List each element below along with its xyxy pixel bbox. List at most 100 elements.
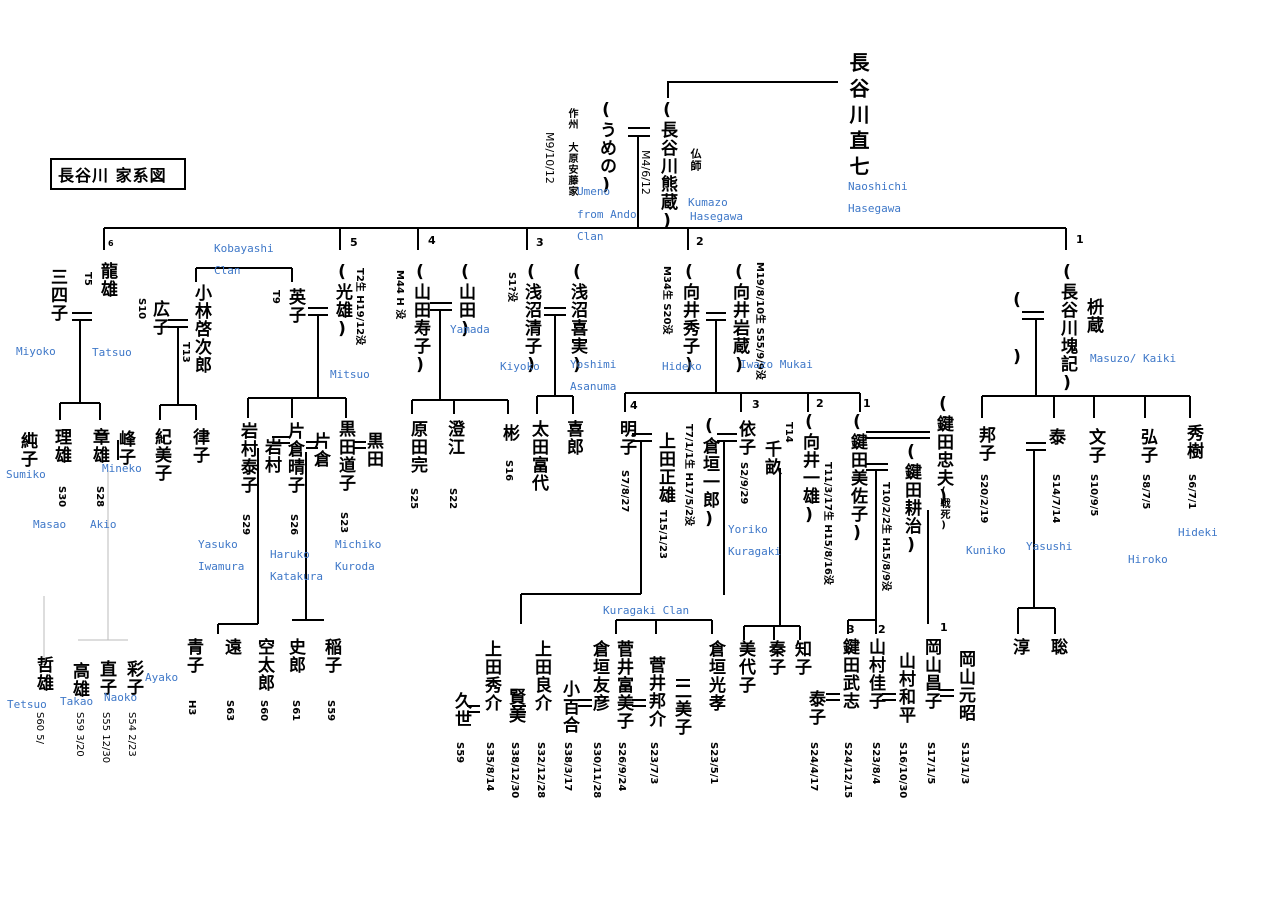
person-eiko-date: T9: [270, 290, 281, 304]
person-asanuma-kiyoko: (浅沼清子): [521, 262, 541, 376]
birth-order-number: 5: [350, 236, 358, 249]
birth-order-number: 4: [428, 234, 436, 247]
person-katakura: 片倉: [310, 432, 330, 468]
romaji-asanuma: Asanuma: [570, 380, 617, 393]
person-yamada-toshiko: (山田寿子): [410, 262, 430, 376]
romaji-katakura: Katakura: [270, 570, 323, 583]
person-kagita-takeshi-date: S24/12/15: [842, 742, 853, 799]
person-kumazo: (長谷川熊蔵): [657, 100, 677, 232]
person-okayama-masako-date: S17/1/5: [925, 742, 936, 785]
romaji-haruko: Haruko: [270, 548, 310, 561]
person-ueda-date: T15/1/23: [657, 510, 668, 559]
person-hisayo-date: S59: [454, 742, 465, 764]
person-mineko: 峰子: [115, 430, 135, 466]
person-shiro-date: S61: [290, 700, 301, 722]
person-sugai-fumiko: 菅井富美子: [613, 640, 633, 730]
person-kuniko: 邦子: [975, 426, 995, 462]
person-jun: 淳: [1009, 638, 1029, 656]
romaji-clan: Clan: [577, 230, 604, 243]
person-yamada-toshiko-date: M44 H 没: [394, 270, 405, 320]
person-tatsuo-date: T5: [82, 272, 93, 286]
person-yasushi: 泰: [1045, 428, 1065, 446]
person-iwamura: 岩村: [261, 438, 281, 474]
person-yamamura-keiko: 山村佳子: [865, 638, 885, 710]
person-hideki-date: S6/7/1: [1186, 474, 1197, 510]
person-inako: 稲子: [321, 638, 341, 674]
person-kuragaki-mitsutaka-date: S23/5/1: [708, 742, 719, 785]
romaji-yasushi: Yasushi: [1026, 540, 1073, 553]
person-sugai-kunisuke-date: S23/7/3: [648, 742, 659, 785]
birth-order-number: 2: [816, 397, 824, 410]
person-haruko-date: S26: [288, 514, 299, 536]
person-fumiko: 文子: [1085, 428, 1105, 464]
romaji-kuragaki-clan: Kuragaki Clan: [603, 604, 690, 617]
romaji-yoshimi: Yoshimi: [570, 358, 617, 371]
person-hiroko-s10-date: S10: [136, 298, 147, 320]
person-yasushi-date: S14/7/14: [1050, 474, 1061, 524]
romaji-mineko: Mineko: [102, 462, 142, 475]
person-fumiko-date: S10/9/5: [1088, 474, 1099, 517]
person-kaiki: (長谷川塊記): [1057, 262, 1077, 394]
person-yoriko-date: S2/9/29: [738, 462, 749, 505]
person-haruko: 片倉晴子: [284, 422, 304, 494]
person-sayuri: 小百合: [559, 680, 579, 734]
person-hiroko: 弘子: [1137, 428, 1157, 464]
person-haruka: 遠: [221, 638, 241, 656]
romaji-kumazo-hasegawa: Hasegawa: [690, 210, 743, 223]
person-okayama-motoaki-date: S13/1/3: [959, 742, 970, 785]
person-kobayashi-date: T13: [180, 342, 191, 363]
birth-order-number: 4: [630, 399, 638, 412]
person-mukai-hideko: (向井秀子): [679, 262, 699, 376]
person-akio-date: S28: [94, 486, 105, 508]
romaji-michiko: Michiko: [335, 538, 382, 551]
person-aoko: 青子: [183, 638, 203, 674]
person-mukai-hideko-date: M34生 S20没: [661, 266, 672, 335]
person-kagita-koji-date: T10/2/2生 H15/8/9没: [880, 482, 891, 591]
birth-order-number: 6: [108, 239, 114, 248]
person-michiko-date: S23: [338, 512, 349, 534]
person-mukai-kazuo: (向井一雄): [799, 412, 819, 526]
person-okayama-motoaki: 岡山元昭: [955, 650, 975, 722]
romaji-kuragaki: Kuragaki: [728, 545, 781, 558]
person-kuragaki: (倉垣一郎): [699, 416, 719, 530]
romaji-yamada: Yamada: [450, 323, 490, 336]
person-tetsuo: 哲雄: [33, 656, 53, 692]
romaji-miyoko: Miyoko: [16, 345, 56, 358]
person-akio: 章雄: [89, 428, 109, 464]
person-kuragaki-mitsutaka: 倉垣光孝: [705, 640, 725, 712]
person-mukai-kazuo-date: T11/3/17生 H15/8/16没: [822, 462, 833, 585]
person-kuragaki-tomohiko: 倉垣友彦: [589, 640, 609, 712]
person-kimiko: 紀美子: [151, 428, 171, 482]
person-yamamura-keiko-date: S23/8/4: [870, 742, 881, 785]
person-eiko: 英子: [285, 288, 305, 324]
romaji-naoshichi: Naoshichi: [848, 180, 908, 193]
romaji-kuroda: Kuroda: [335, 560, 375, 573]
person-kuragaki-tomohiko-date: S30/11/28: [591, 742, 602, 799]
romaji-naoko: Naoko: [104, 691, 138, 704]
person-kagita-misako: (鍵田美佐子): [847, 412, 867, 544]
romaji-takao: Takao: [60, 695, 94, 708]
person-aya: 彬: [499, 424, 519, 442]
romaji-ayako: Ayako: [145, 671, 179, 684]
person-sugai-kunisuke: 菅井邦介: [645, 656, 665, 728]
person-umeno-date: M9/10/12: [543, 132, 556, 184]
romaji-hasegawa: Hasegawa: [848, 202, 901, 215]
person-kagita-koji: (鍵田耕治): [901, 442, 921, 556]
person-ueda-hidesuke: 上田秀介: [481, 640, 501, 712]
person-ueda-ryosuke-date: S32/12/28: [535, 742, 546, 799]
person-hiroko-s10: 広子: [149, 300, 169, 336]
person-miyoko: 三四子: [47, 268, 67, 322]
person-kagita-tadao-note: (戦死): [938, 486, 949, 532]
romaji-umeno: Umeno: [577, 185, 611, 198]
birth-order-number: 1: [1076, 233, 1084, 246]
person-masami-date: S38/12/30: [509, 742, 520, 799]
person-taiko-date: S24/4/17: [808, 742, 819, 792]
person-naoko: 直子: [96, 660, 116, 696]
romaji-from-ando: from Ando: [577, 208, 637, 221]
person-sugai-fumiko-date: S26/9/24: [616, 742, 627, 792]
person-ritsuko: 律子: [189, 428, 209, 464]
person-masuzo: 枡蔵: [1083, 298, 1103, 334]
person-yasuko: 岩村泰子: [237, 422, 257, 494]
person-naoshichi: 長谷川直七: [846, 52, 870, 182]
